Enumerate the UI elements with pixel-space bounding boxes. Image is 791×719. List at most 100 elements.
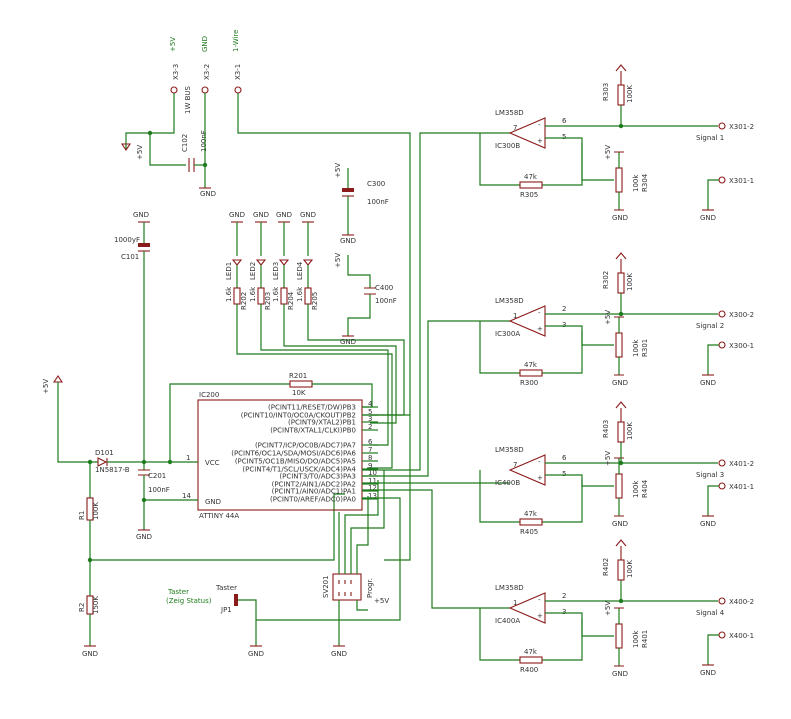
opamp-pin-inv: 6 <box>562 117 567 125</box>
svg-text:ATTINY 44A: ATTINY 44A <box>199 512 239 520</box>
pot-name: R404 <box>641 479 649 498</box>
opamp-pin-noninv: 5 <box>562 470 566 478</box>
diode-part: 1N5817-B <box>95 466 130 474</box>
pot-body <box>615 332 623 358</box>
pullup-value: 100K <box>626 422 634 440</box>
taster-status-label: (Zeig Status) <box>166 597 212 605</box>
svg-text:GND: GND <box>248 650 264 658</box>
opamp-pin-out: 1 <box>513 312 517 320</box>
pot-name: R301 <box>641 339 649 357</box>
svg-text:+5V: +5V <box>42 379 50 394</box>
ic200-pin-number: 2 <box>368 423 372 431</box>
svg-text:1.6k: 1.6k <box>249 286 257 302</box>
connector-label: X300-2 <box>729 311 754 319</box>
ic200-pin-number: 4 <box>368 400 373 408</box>
connector-pin <box>718 122 726 130</box>
pot-gnd: GND <box>612 520 628 528</box>
opamp-plus: + <box>537 325 543 333</box>
opamp-pin-inv: 2 <box>562 305 566 313</box>
junction <box>618 460 624 466</box>
feedback-resistor-value: 47k <box>524 361 538 369</box>
opamp-pin-noninv: 3 <box>562 608 566 616</box>
opamp-pin-inv: 2 <box>562 592 566 600</box>
taster-block: Taster (Zeig Status) Taster JP1 GND <box>166 497 401 658</box>
pot-gnd: GND <box>612 379 628 387</box>
junction <box>618 123 624 129</box>
svg-text:GND: GND <box>133 211 149 219</box>
opamp-instance: IC300B <box>495 142 520 150</box>
connector-label: X401-2 <box>729 460 754 468</box>
svg-text:LED1: LED1 <box>225 262 233 280</box>
ic200-pin-number: 10 <box>368 469 377 477</box>
c102-label: C102 <box>181 134 189 152</box>
c101-label: C101 <box>121 253 139 261</box>
opamp-symbol <box>508 117 546 149</box>
pullup-supply <box>615 539 627 560</box>
pullup-resistor <box>617 421 625 443</box>
ic200-pin-number: 5 <box>368 408 372 416</box>
svg-text:GND: GND <box>340 338 356 346</box>
connector-pin <box>718 459 726 467</box>
x3-1-pin <box>234 86 242 94</box>
feedback-resistor-name: R405 <box>520 528 538 536</box>
connector-label: X401-1 <box>729 483 754 491</box>
opamp-symbol <box>508 305 546 337</box>
connector-pin <box>718 482 726 490</box>
pot-rails <box>614 151 624 211</box>
pot-v5: +5V <box>604 145 612 160</box>
feedback-resistor-name: R300 <box>520 379 538 387</box>
pot-rails <box>614 316 624 376</box>
opamp-part: LM358D <box>495 297 524 305</box>
pullup-name: R303 <box>602 83 610 101</box>
feedback-resistor-value: 47k <box>524 648 538 656</box>
svg-text:1.6k: 1.6k <box>296 286 304 302</box>
pullup-name: R302 <box>602 271 610 289</box>
pot-wire <box>581 618 614 637</box>
svg-text:+5V: +5V <box>334 253 342 268</box>
svg-text:GND: GND <box>229 211 245 219</box>
opamp-instance: IC400A <box>495 617 520 625</box>
pullup-name: R403 <box>602 420 610 438</box>
ic200-pin-label: (PCINT4/T1/SCL/USCK/ADC4)PA4 <box>242 466 356 474</box>
connector-label: X301-1 <box>729 177 754 185</box>
svg-text:GND: GND <box>136 533 152 541</box>
connector-gnd-wire <box>707 634 719 665</box>
junction <box>618 311 624 317</box>
opamp-minus: - <box>538 121 541 129</box>
connector-gnd-label: GND <box>700 669 716 677</box>
svg-text:GND: GND <box>340 237 356 245</box>
pot-name: R401 <box>641 630 649 648</box>
svg-text:100K: 100K <box>92 502 100 520</box>
svg-text:Progr.: Progr. <box>366 578 374 598</box>
pullup-value: 100K <box>626 273 634 291</box>
pot-body <box>615 473 623 499</box>
pot-v5: +5V <box>604 601 612 616</box>
opamp-minus: - <box>538 458 541 466</box>
pot-v5: +5V <box>604 451 612 466</box>
svg-text:LED4: LED4 <box>296 261 304 280</box>
svg-text:+5V: +5V <box>374 597 389 605</box>
feedback-resistor <box>519 181 543 189</box>
svg-text:R201: R201 <box>289 372 307 380</box>
pot-gnd: GND <box>612 670 628 678</box>
opamp-minus: - <box>538 309 541 317</box>
ic200-pin-number: 11 <box>368 477 377 485</box>
ic200-pin-label: (PCINT0/AREF/ADC0)PA0 <box>270 496 356 504</box>
signal-label: Signal 3 <box>696 471 724 479</box>
svg-text:GND: GND <box>253 211 269 219</box>
pot-v5: +5V <box>604 310 612 325</box>
ic200: IC200 ATTINY 44A VCC GND 1 14 (PCINT11/R… <box>141 391 378 520</box>
isp-connector: SV201 Progr. +5V GND <box>322 470 389 658</box>
opamp-symbol <box>508 454 546 486</box>
pot-value: 100k <box>632 480 640 498</box>
ic200-pin-number: 13 <box>368 492 377 500</box>
ic200-pin-number: 8 <box>368 454 372 462</box>
pot-name: R304 <box>641 173 649 192</box>
ic200-pin-number: 6 <box>368 438 373 446</box>
opamp-part: LM358D <box>495 446 524 454</box>
svg-text:R203: R203 <box>264 292 272 310</box>
svg-text:C201: C201 <box>148 472 166 480</box>
pot-rails <box>614 607 624 667</box>
